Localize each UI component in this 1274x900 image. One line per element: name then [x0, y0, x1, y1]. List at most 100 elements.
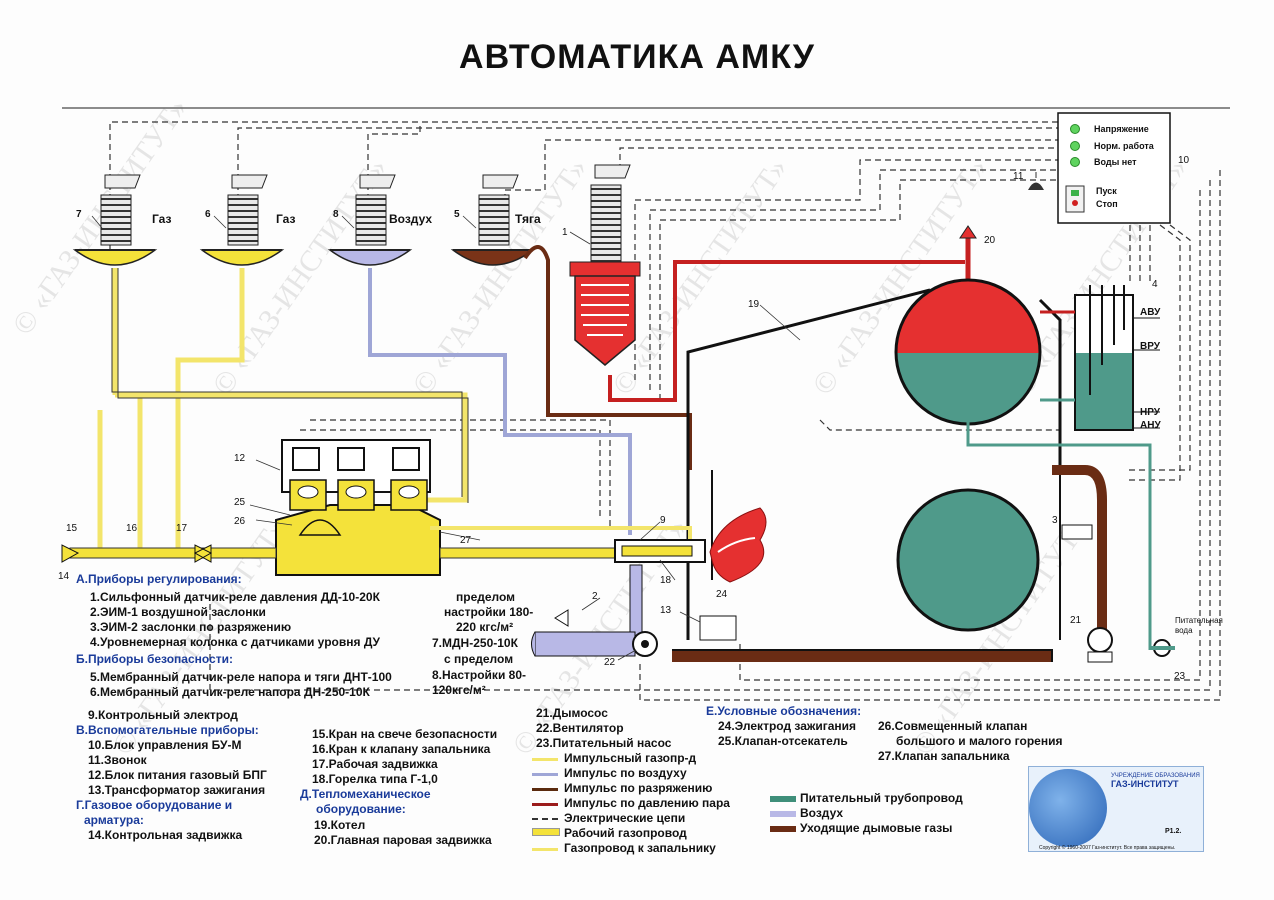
callout-24: 24: [716, 589, 728, 600]
bellows-pressure-switch: [569, 164, 641, 366]
legend-e-item: 24.Электрод зажигания: [718, 719, 857, 733]
legend-b-header: Б.Приборы безопасности:: [76, 652, 233, 666]
level-column: [1040, 285, 1160, 431]
callout-19: 19: [748, 299, 760, 310]
impulse-steam-line: [608, 260, 965, 402]
actuator-3: [1061, 524, 1093, 540]
callout-5: 5: [454, 209, 460, 220]
callout-21: 21: [1070, 615, 1082, 626]
range-line: 220 кгс/м²: [456, 620, 514, 634]
legend-flow-label: Питательный трубопровод: [800, 791, 963, 805]
badge-name: ГАЗ-ИНСТИТУТ: [1111, 779, 1179, 789]
voltage-lamp: [1070, 124, 1080, 134]
legend-e-header: Е.Условные обозначения:: [706, 704, 862, 718]
legend-e-item: большого и малого горения: [896, 734, 1063, 748]
legend-line-label: Импульс по разряжению: [564, 781, 713, 795]
feed-water-label: Питательная вода: [1175, 616, 1223, 635]
callout-25: 25: [234, 497, 246, 508]
flame: [709, 507, 767, 583]
legend-b-item: 6.Мембранный датчик-реле напора ДН-250-1…: [90, 685, 370, 699]
sensor-6: [199, 174, 285, 266]
legend-e-item: 25.Клапан-отсекатель: [718, 734, 848, 748]
normal-lamp: [1070, 141, 1080, 151]
air-inlet: [534, 631, 636, 657]
level-nru: НРУ: [1140, 407, 1160, 418]
impulse-air-line: [368, 268, 632, 535]
callout-10: 10: [1178, 155, 1190, 166]
range-line: 8.Настройки 80-: [432, 668, 526, 682]
callout-22: 22: [604, 657, 616, 668]
legend-v-item: 13.Трансформатор зажигания: [88, 783, 266, 797]
start-button[interactable]: Пуск: [1096, 186, 1117, 196]
sensor-7: [72, 174, 158, 266]
level-anu: АНУ: [1140, 420, 1161, 431]
actuator-2: [554, 609, 569, 627]
start-stop-box: [1065, 185, 1085, 213]
callout-1: 1: [562, 227, 568, 238]
legend-a-item: 3.ЭИМ-2 заслонки по разряжению: [90, 620, 292, 634]
legend-g-header: Г.Газовое оборудование и: [76, 798, 233, 812]
page-title: АВТОМАТИКА АМКУ: [459, 38, 815, 76]
boiler-base-frame: [672, 649, 1053, 662]
legend-v-header: В.Вспомогательные приборы:: [76, 723, 259, 737]
main-gas-pipe: [69, 547, 277, 559]
legend-v-item: 10.Блок управления БУ-М: [88, 738, 242, 752]
legend-d-header: Д.Тепломеханическое: [300, 787, 431, 801]
legend-flow-label: Воздух: [800, 806, 844, 820]
callout-3: 3: [1052, 515, 1058, 526]
legend-swatch-impulse-gas: [532, 758, 558, 761]
callout-16: 16: [126, 523, 138, 534]
legend-swatch-feed: [770, 796, 796, 802]
legend-v-item: 12.Блок питания газовый БПГ: [88, 768, 267, 782]
bell-11: [1028, 182, 1044, 190]
legend-swatch-impulse-steam: [532, 803, 558, 806]
callout-9: 9: [660, 515, 666, 526]
legend-line-label: Импульсный газопр-д: [564, 751, 697, 765]
sensor-5: [450, 174, 536, 266]
legend-g-item: 15.Кран на свече безопасности: [312, 727, 498, 741]
legend-g-item: 16.Кран к клапану запальника: [312, 742, 491, 756]
callout-7: 7: [76, 209, 82, 220]
callout-20: 20: [984, 235, 996, 246]
stop-button[interactable]: Стоп: [1096, 199, 1118, 209]
range-line: настройки 180-: [444, 605, 534, 619]
callout-6: 6: [205, 209, 211, 220]
legend-d-item: 21.Дымосос: [536, 706, 608, 720]
legend-line-label: Электрические цепи: [564, 811, 686, 825]
legend-swatch-electric: [532, 818, 558, 820]
legend-a-header: А.Приборы регулирования:: [76, 572, 242, 586]
no-water-label: Воды нет: [1094, 157, 1137, 167]
legend-d-item: 19.Котел: [314, 818, 366, 832]
legend-line-label: Газопровод к запальнику: [564, 841, 716, 855]
institute-logo-icon: [1029, 769, 1107, 847]
callout-leaders: [91, 215, 801, 661]
legend-flow-label: Уходящие дымовые газы: [800, 821, 953, 835]
voltage-label: Напряжение: [1094, 124, 1149, 134]
callout-12: 12: [234, 453, 246, 464]
legend-line-label: Импульс по воздуху: [564, 766, 687, 780]
gas-block-bpg: [275, 439, 441, 576]
legend-swatch-impulse-draft: [532, 788, 558, 791]
legend-d-item: 23.Питательный насос: [536, 736, 672, 750]
boiler-base: [672, 650, 1052, 662]
exhauster-21: [1087, 627, 1113, 653]
impulse-gas-outline: [111, 268, 469, 503]
level-avu: АВУ: [1140, 307, 1161, 318]
legend-g-item: 14.Контрольная задвижка: [88, 828, 243, 842]
boiler-back: [1038, 298, 1062, 470]
legend-g-header-2: арматура:: [84, 813, 144, 827]
impulse-gas-lines: [97, 268, 468, 548]
legend-swatch-air: [770, 811, 796, 817]
legend-d-item: 20.Главная паровая задвижка: [314, 833, 492, 847]
legend-a-item: 4.Уровнемерная колонка с датчиками уровн…: [90, 635, 380, 649]
legend-d-header-2: оборудование:: [316, 802, 406, 816]
range-line: с пределом: [444, 652, 514, 666]
sensor-8: [327, 174, 413, 266]
sensor-7-label: Газ: [152, 212, 172, 226]
callout-27: 27: [460, 535, 472, 546]
level-vru: ВРУ: [1140, 341, 1160, 352]
no-water-lamp: [1070, 157, 1080, 167]
range-line: 120кгс/м²: [432, 683, 486, 697]
